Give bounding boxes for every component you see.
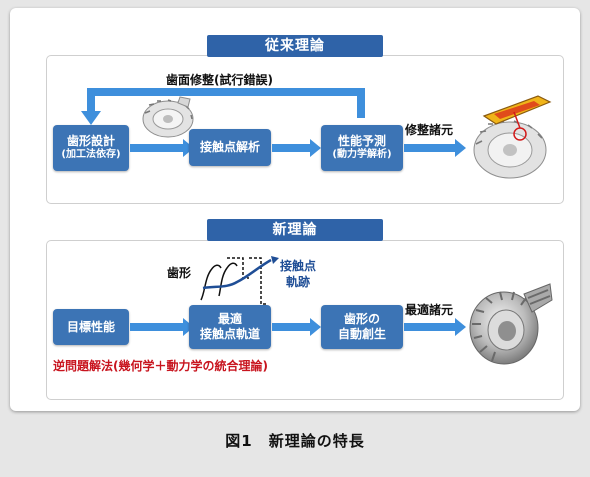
- new-theory-title: 新理論: [207, 219, 383, 241]
- contact-trajectory-sketch: [200, 256, 279, 305]
- target-performance-box: 目標性能: [53, 309, 129, 345]
- optimal-trajectory-label-line2: 接触点軌道: [199, 327, 260, 341]
- optimal-trajectory-box: 最適 接触点軌道: [189, 305, 271, 349]
- contact-analysis-label: 接触点解析: [199, 140, 260, 154]
- feedback-loop-arrow: [81, 88, 365, 125]
- arrow-trajectory-to-generation: [272, 318, 321, 336]
- optimal-trajectory-label-line1: 最適: [217, 312, 242, 326]
- arrow-contact-to-prediction: [272, 139, 321, 157]
- performance-prediction-box: 性能予測 (動力学解析): [321, 125, 403, 171]
- tooth-profile-label: 歯形: [167, 266, 192, 280]
- optimal-spec-label: 最適諸元: [405, 303, 454, 317]
- arrow-to-optimal-spec: [404, 318, 466, 336]
- arrow-target-to-trajectory: [130, 318, 194, 336]
- tooth-design-label: 歯形設計: [66, 134, 115, 149]
- figure-caption: 図1 新理論の特長: [225, 432, 365, 450]
- traditional-theory-title: 従来理論: [207, 35, 383, 57]
- performance-prediction-label: 性能予測: [337, 134, 386, 149]
- contact-trajectory-label-line2: 軌跡: [286, 275, 311, 290]
- feedback-label: 歯面修整(試行錯誤): [166, 73, 273, 87]
- contact-trajectory-label-line1: 接触点: [280, 259, 317, 273]
- figure-card: 従来理論 歯面修整(試行錯誤) 歯形設計 (加工法依存) 接触点解析 性能予測 …: [10, 8, 580, 411]
- tooth-design-sublabel: (加工法依存): [61, 149, 121, 161]
- arrow-design-to-contact: [130, 139, 194, 157]
- bevel-gear-icon: [142, 96, 194, 138]
- contact-trajectory-label: 接触点 軌跡: [280, 258, 316, 290]
- gear-tooth-highlight-icon: [473, 95, 552, 179]
- inverse-problem-method-label: 逆問題解法(幾何学＋動力学の統合理論): [53, 359, 268, 373]
- tooth-design-box: 歯形設計 (加工法依存): [53, 125, 129, 171]
- auto-generation-label-line1: 歯形の: [343, 312, 380, 326]
- contact-analysis-box: 接触点解析: [189, 129, 271, 166]
- modification-spec-label: 修整諸元: [405, 123, 454, 137]
- auto-generation-box: 歯形の 自動創生: [321, 305, 403, 349]
- arrow-to-modification-spec: [404, 139, 466, 157]
- traditional-theory-panel: [46, 55, 564, 204]
- target-performance-label: 目標性能: [66, 319, 115, 334]
- spiral-bevel-gear-render: [469, 283, 553, 365]
- auto-generation-label-line2: 自動創生: [337, 327, 386, 341]
- performance-prediction-sublabel: (動力学解析): [332, 149, 392, 161]
